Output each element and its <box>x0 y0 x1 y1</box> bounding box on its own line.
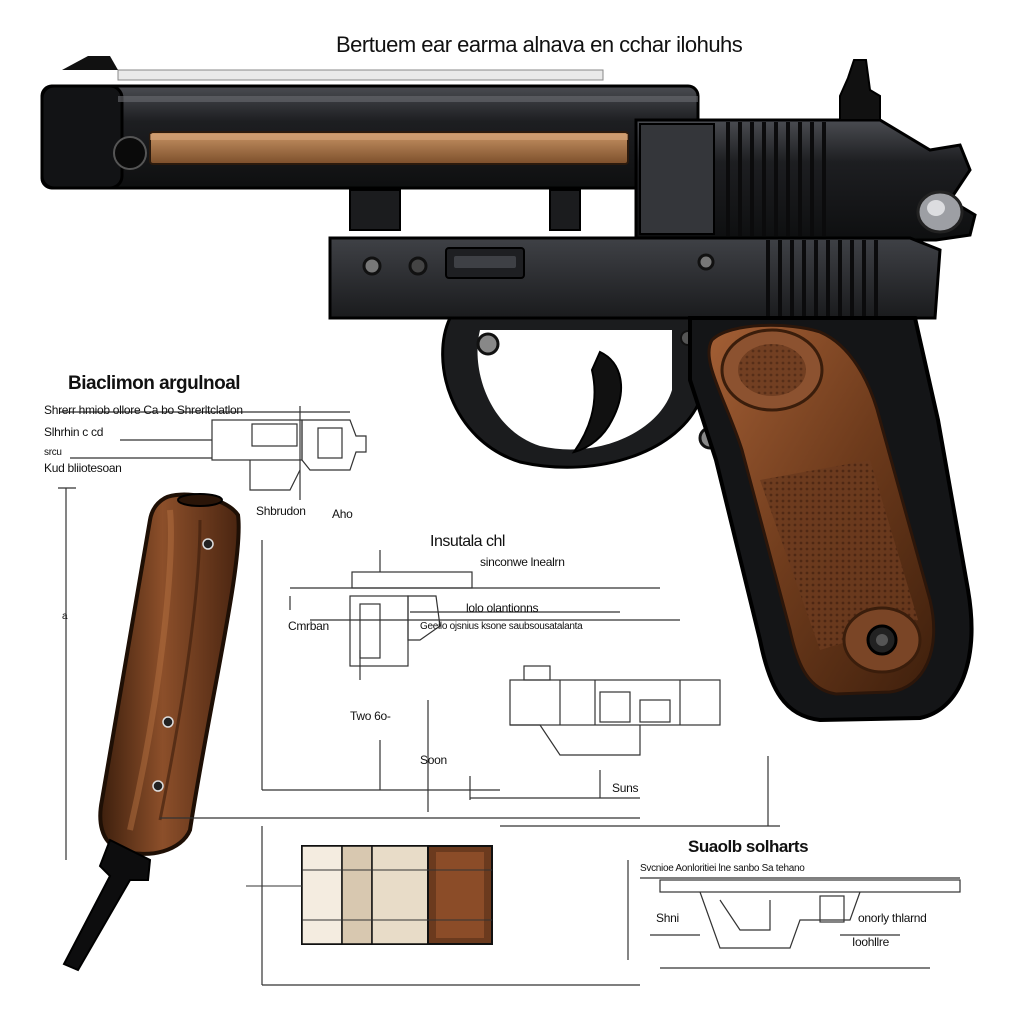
label-l13: Suns <box>612 781 639 795</box>
section-heading-mid: Insutala chl <box>430 533 505 550</box>
rear-slide <box>634 59 977 242</box>
cross-section <box>246 845 493 945</box>
section-heading-left: Biaclimon argulnoal <box>68 373 241 394</box>
grip <box>688 316 974 723</box>
technical-drawings <box>58 406 961 986</box>
label-l11: Two 6o- <box>350 709 391 723</box>
wooden-handle <box>62 492 241 972</box>
diagram-title: Bertuem ear earma alnava en cchar ilohuh… <box>336 32 743 57</box>
label-l14: Svcnioe Aonloritiei lne sanbo Sa tehano <box>640 863 805 874</box>
label-l18: a <box>62 611 68 622</box>
label-l17: Ioohllre <box>852 935 889 949</box>
barrel-assembly <box>40 56 700 231</box>
label-l9: lolo olantionns <box>466 601 539 615</box>
label-l3: srcu <box>44 447 62 458</box>
label-l8: Cmrban <box>288 619 329 633</box>
label-l7: sinconwe lnealrn <box>480 555 565 569</box>
label-l2: Slhrhin c cd <box>44 425 104 439</box>
section-heading-bottom-right: Suaolb solharts <box>688 837 809 856</box>
label-l15: Shni <box>656 911 679 925</box>
label-l1: Shrerr hmiob ollore Ca bo Shrerltclatlon <box>44 403 243 417</box>
label-l5: Shbrudon <box>256 504 306 518</box>
label-l6: Aho <box>332 507 353 521</box>
label-l10: Geeilo ojsnius ksone saubsousatalanta <box>420 621 583 632</box>
label-l4: Kud bliiotesoan <box>44 461 122 475</box>
label-l12: Soon <box>420 753 447 767</box>
frame <box>328 236 942 469</box>
label-l16: onorly thlarnd <box>858 911 927 925</box>
